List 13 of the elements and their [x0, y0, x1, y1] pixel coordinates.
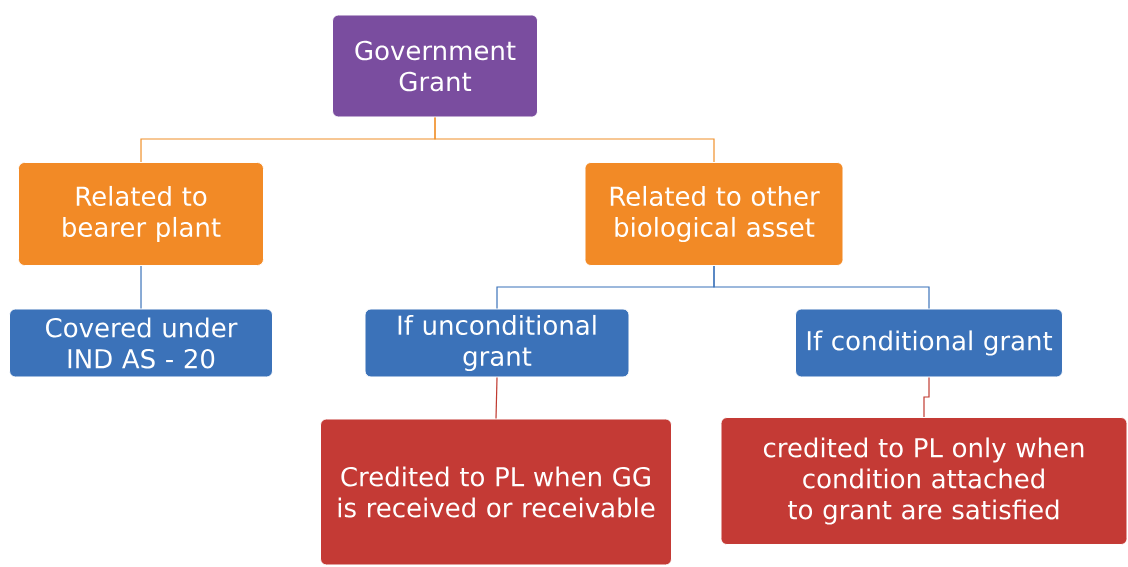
- process-box: Covered under IND AS - 20: [9, 308, 273, 378]
- connector-line: [713, 265, 930, 310]
- process-box: credited to PL only when condition attached to grant are satisfied: [720, 417, 1128, 545]
- process-box: Government Grant: [332, 14, 538, 118]
- process-box: Credited to PL when GG is received or receivable: [320, 418, 672, 566]
- process-box: Related to other biological asset: [584, 162, 844, 266]
- connector-line: [140, 265, 142, 310]
- connector-line: [923, 376, 930, 418]
- process-box: Related to bearer plant: [18, 162, 264, 266]
- connector-line: [495, 376, 498, 420]
- process-box: If unconditional grant: [364, 308, 630, 378]
- connector-line: [434, 116, 715, 163]
- process-box: If conditional grant: [795, 308, 1063, 378]
